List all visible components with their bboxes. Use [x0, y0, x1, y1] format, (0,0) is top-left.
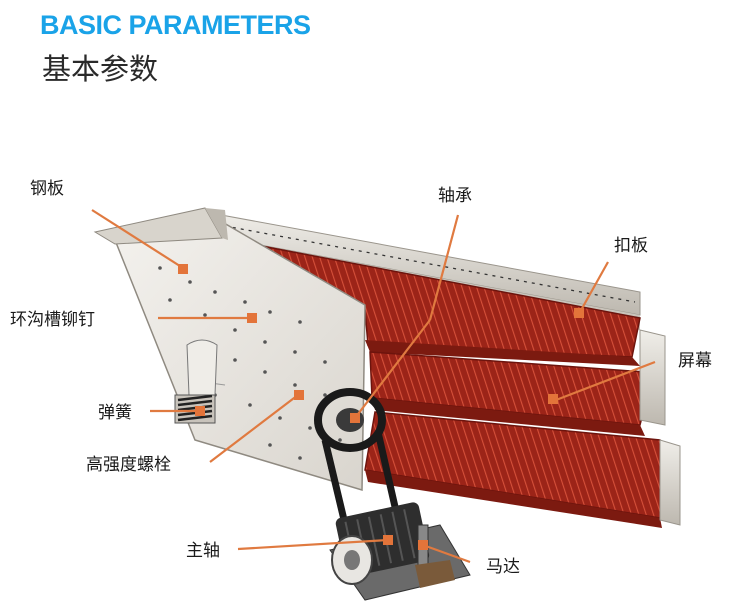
- label-main-shaft: 主轴: [186, 541, 220, 561]
- label-spring: 弹簧: [98, 403, 132, 423]
- heading-english: BASIC PARAMETERS: [40, 10, 311, 40]
- heading-chinese: 基本参数: [42, 52, 159, 86]
- label-ring-groove-rivet: 环沟槽铆钉: [10, 310, 95, 330]
- screen-deck-bottom: [364, 411, 681, 528]
- leader-lines: [91, 209, 656, 564]
- label-high-strength-bolt: 高强度螺栓: [86, 455, 171, 475]
- screen-deck-middle: [369, 329, 666, 436]
- label-screen: 屏幕: [678, 351, 712, 371]
- spring-assembly: [174, 339, 218, 424]
- label-steel-plate: 钢板: [30, 179, 64, 199]
- label-clamp-plate: 扣板: [614, 236, 648, 256]
- label-motor: 马达: [486, 557, 520, 577]
- motor-assembly: [329, 502, 471, 601]
- label-bearing: 轴承: [438, 186, 472, 206]
